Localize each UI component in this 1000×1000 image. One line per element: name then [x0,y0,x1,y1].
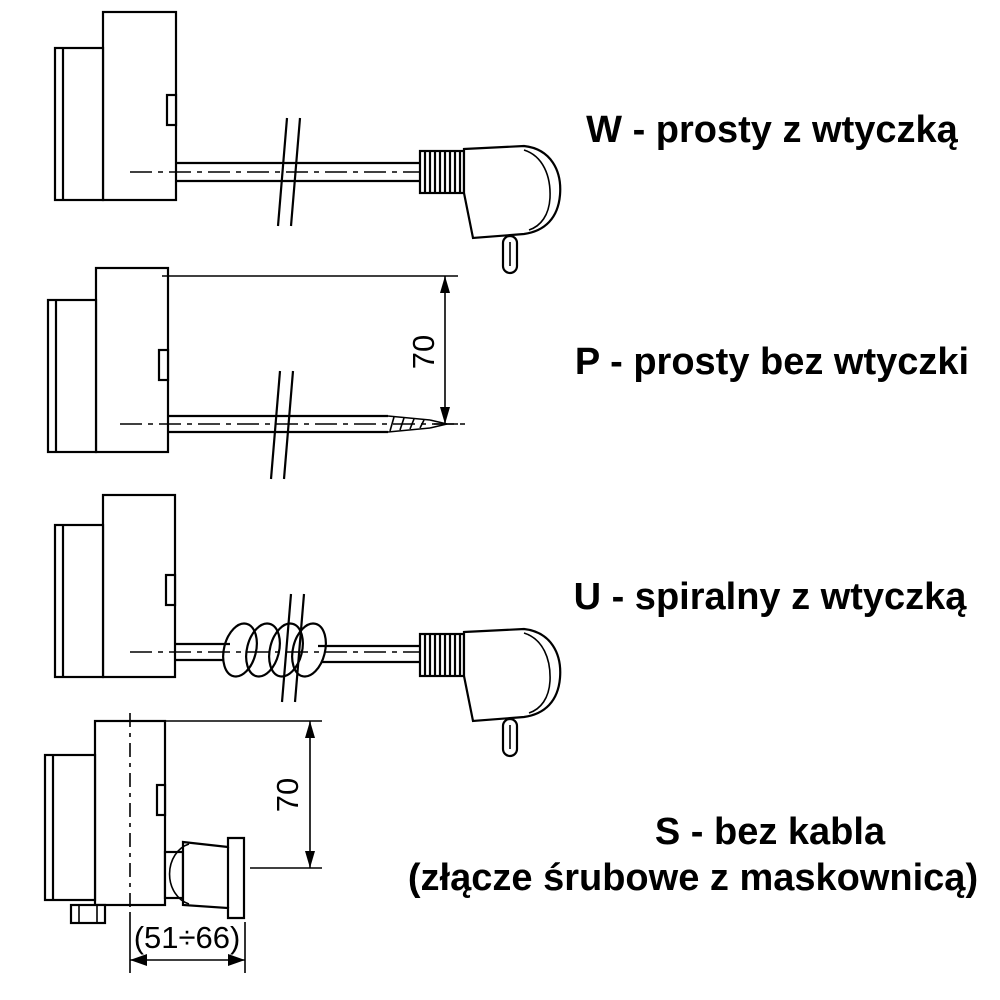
variant-w-label: W - prosty z wtyczką [586,109,958,151]
variant-u-label: U - spiralny z wtyczką [574,576,968,618]
thermostat-knob [165,93,178,127]
dimension-51-66: (51÷66) [129,912,246,973]
straight-cable-no-plug [120,414,468,434]
dim-arrow-up [440,276,450,293]
dim-arrow-right [228,954,245,966]
heater-body [46,266,170,454]
dim-arrow-down [440,407,450,424]
variant-p-drawing: 70 P - prosty bez wtyczki [46,266,969,481]
screw-connector-with-cover [163,836,246,920]
dim-arrow-up [305,721,315,738]
thermostat-knob [157,348,170,382]
schuko-plug [418,144,562,275]
bottom-fitting [69,903,107,925]
dim-arrow-down [305,851,315,868]
dimension-70-p: 70 [162,275,458,425]
thermostat-knob [164,573,177,607]
variant-s-label-line2: (złącze śrubowe z maskownicą) [408,857,978,899]
stripped-wire-end [387,415,448,433]
dimension-70-p-text: 70 [406,335,441,369]
variant-s-label: S - bez kabla [655,811,886,853]
dim-arrow-left [130,954,147,966]
dimension-70-s-text: 70 [270,778,305,812]
cable-break-marks [269,369,295,481]
variant-u-drawing: U - spiralny z wtyczką [53,493,968,758]
heater-body [43,713,167,925]
heater-body [53,493,177,679]
variant-p-label: P - prosty bez wtyczki [575,341,969,383]
thermostat-knob [155,783,167,817]
straight-cable [130,161,470,183]
dimension-70-s: 70 [165,720,322,869]
variant-w-drawing: W - prosty z wtyczką [53,10,959,275]
heater-body [53,10,178,202]
spiral-cable [175,622,420,678]
schuko-plug [418,627,562,758]
variant-s-drawing: 70 (51÷66) S - bez kabla (złącze śrubowe… [43,713,978,973]
dimension-51-66-text: (51÷66) [134,920,241,955]
